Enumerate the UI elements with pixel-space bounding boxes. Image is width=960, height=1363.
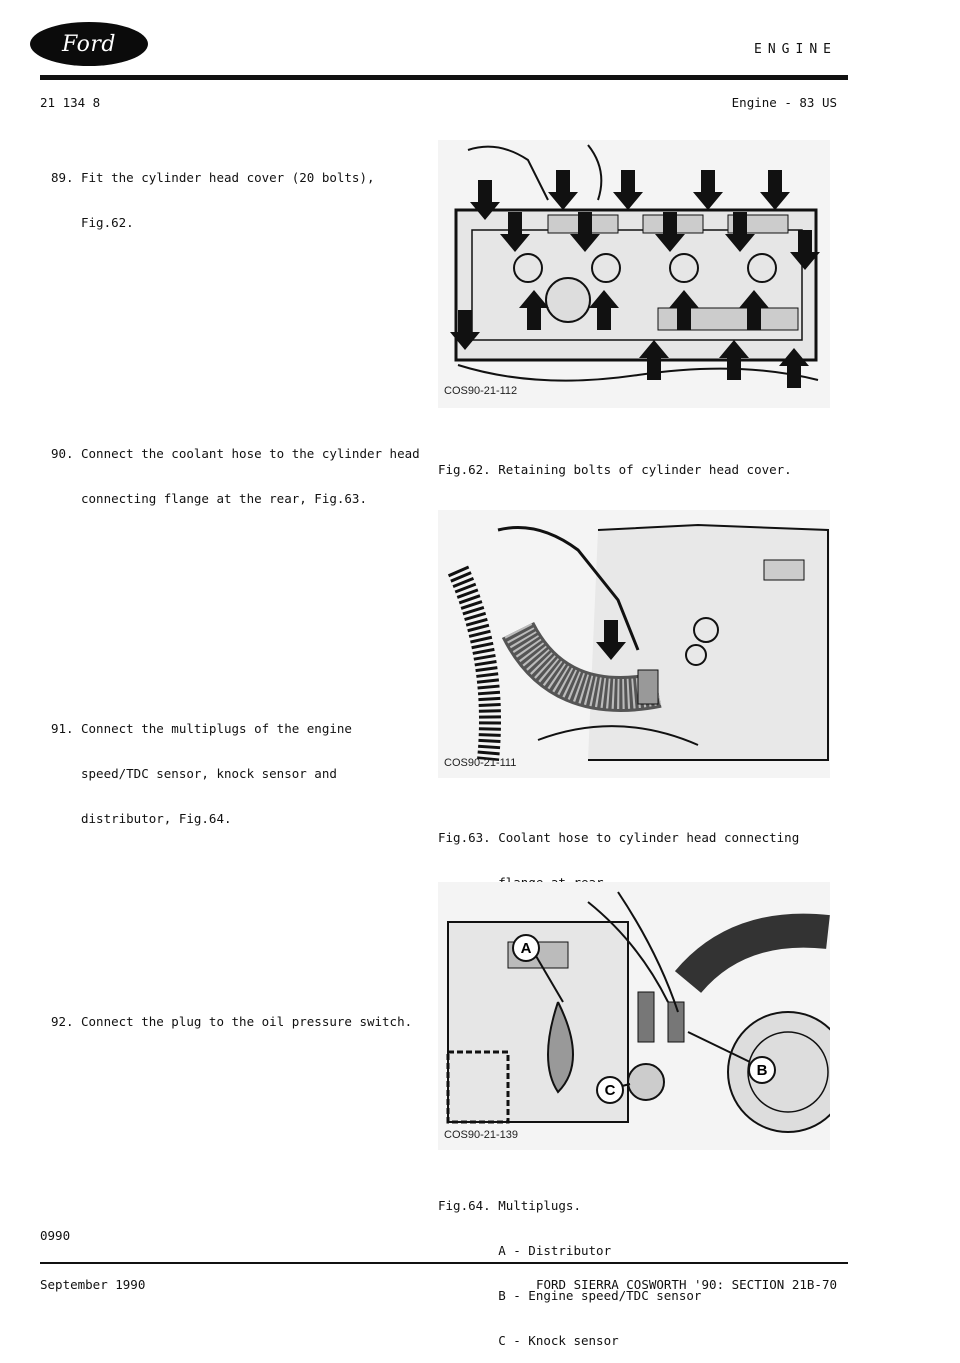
step-number: 90. [51,446,74,461]
figure-62-illustration: COS90-21-112 [438,140,830,408]
step-number: 92. [51,1014,74,1029]
caption-line: B - Engine speed/TDC sensor [438,1288,702,1303]
step-number: 89. [51,170,74,185]
figure-code: COS90-21-139 [444,1129,518,1141]
callout-label-c: C [605,1082,616,1099]
caption-line: Fig.64. Multiplugs. [438,1198,581,1213]
header-rule [40,75,848,80]
callout-c: C [596,1076,631,1104]
doc-ref: 21 134 8 [40,95,101,110]
step-92: 92. Connect the plug to the oil pressure … [51,984,412,1044]
caption-line: A - Distributor [438,1243,612,1258]
figure-64-illustration: A B C COS90-21-139 [438,882,849,1150]
engine-ref: Engine - 83 US [731,95,837,110]
callout-label-a: A [521,940,532,957]
figure-code: COS90-21-112 [444,385,517,397]
step-text: Connect the plug to the oil pressure swi… [81,1014,413,1029]
callout-b: B [687,1031,776,1084]
step-text: Fig.62. [81,215,134,230]
figure-62-caption: Fig.62. Retaining bolts of cylinder head… [438,432,792,492]
multiplugs-drawing: A B C COS90-21-139 [444,891,849,1141]
figure-64-caption: Fig.64. Multiplugs. A - Distributor B - … [438,1168,701,1363]
figure-code: COS90-21-111 [444,757,516,769]
step-text: Fit the cylinder head cover (20 bolts), [81,170,375,185]
step-89: 89. Fit the cylinder head cover (20 bolts… [51,140,375,245]
step-91: 91.Connect the multiplugs of the engine … [51,691,352,841]
revision-code: 0990 [40,1228,71,1243]
caption-line: C - Knock sensor [438,1333,619,1348]
step-text: Connect the multiplugs of the engine [81,721,352,736]
step-text: Connect the coolant hose to the cylinder… [81,446,420,461]
step-text: connecting flange at the rear, Fig.63. [81,491,367,506]
caption-line: Fig.63. Coolant hose to cylinder head co… [438,830,800,845]
ford-logo: Ford [30,22,148,66]
step-number: 91. [51,721,74,736]
step-90: 90. Connect the coolant hose to the cylin… [51,416,420,521]
footer-rule [40,1262,848,1264]
logo-text: Ford [62,31,116,57]
callout-a: A [512,934,564,1003]
footer-date: September 1990 [40,1277,146,1292]
step-text: speed/TDC sensor, knock sensor and [81,766,337,781]
cylinder-head-cover-drawing: COS90-21-112 [444,144,820,397]
step-text: distributor, Fig.64. [81,811,232,826]
coolant-hose-drawing: COS90-21-111 [444,523,829,769]
figure-63-illustration: COS90-21-111 [438,510,830,778]
footer-section: FORD SIERRA COSWORTH '90: SECTION 21B-70 [535,1277,837,1292]
caption-line: Fig.62. Retaining bolts of cylinder head… [438,462,792,477]
callout-label-b: B [757,1062,768,1079]
section-title: ENGINE [754,42,837,57]
